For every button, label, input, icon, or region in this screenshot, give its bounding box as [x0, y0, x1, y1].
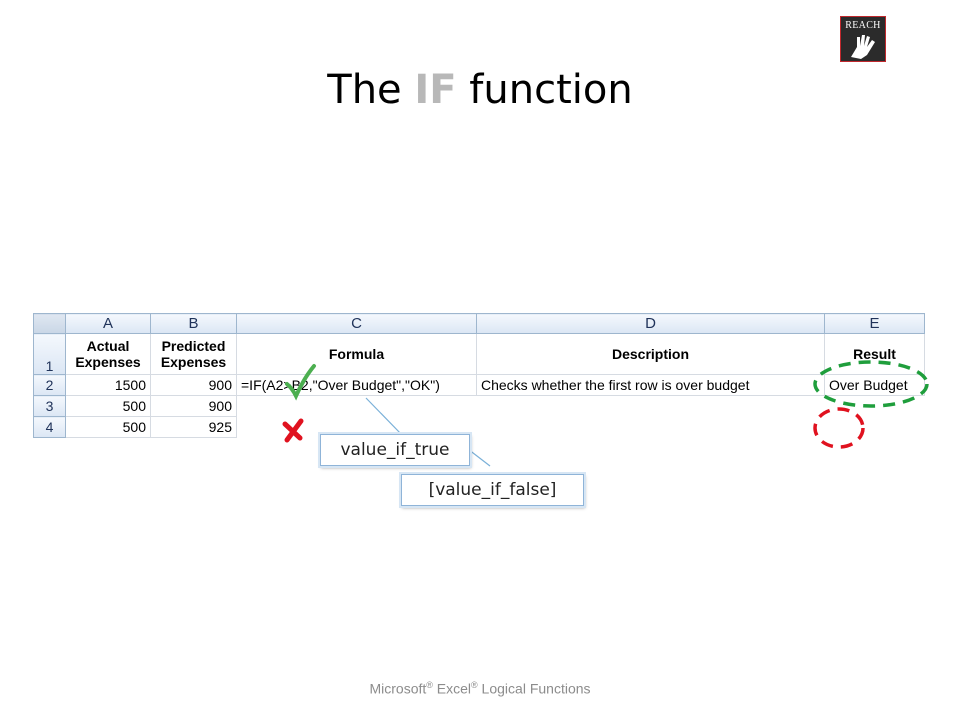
footer-rest: Logical Functions: [477, 680, 591, 697]
row-number[interactable]: 3: [33, 395, 66, 417]
column-header-row: A B C D E: [33, 313, 925, 334]
cell-a4[interactable]: 500: [65, 416, 151, 438]
table-row: 4 500 925: [33, 416, 925, 438]
true-result-ring: [813, 360, 929, 408]
row-number[interactable]: 1: [33, 333, 66, 375]
table-row: 2 1500 900 =IF(A2>B2,"Over Budget","OK")…: [33, 374, 925, 396]
logo-text: REACH: [845, 20, 881, 31]
cell-a1-line1: Actual: [86, 338, 130, 354]
slide-title: The IF function: [0, 64, 960, 116]
title-keyword: IF: [414, 67, 457, 113]
footer: Microsoft® Excel® Logical Functions: [0, 680, 960, 697]
registered-mark: ®: [471, 680, 478, 690]
cell-c2[interactable]: =IF(A2>B2,"Over Budget","OK"): [236, 374, 477, 396]
footer-brand-microsoft: Microsoft: [369, 680, 427, 697]
column-header-e[interactable]: E: [824, 313, 925, 334]
footer-brand-excel: Excel: [432, 680, 472, 697]
false-result-ring: [813, 407, 865, 449]
cell-d2[interactable]: Checks whether the first row is over bud…: [476, 374, 825, 396]
cell-a2[interactable]: 1500: [65, 374, 151, 396]
check-icon: [285, 364, 316, 401]
cell-b1-line1: Predicted: [161, 338, 226, 354]
callout-pointer-true: [365, 397, 404, 437]
select-all-corner[interactable]: [33, 313, 66, 334]
reach-logo: REACH: [840, 16, 886, 62]
cell-e2[interactable]: Over Budget: [824, 374, 925, 396]
cell-a1-line2: Expenses: [75, 354, 141, 370]
registered-mark: ®: [426, 680, 433, 690]
column-header-c[interactable]: C: [236, 313, 477, 334]
title-after: function: [456, 67, 633, 113]
value-if-true-callout: value_if_true: [320, 434, 470, 466]
cross-icon: [282, 418, 304, 443]
hand-icon: [851, 35, 875, 59]
title-before: The: [327, 67, 415, 113]
row-number[interactable]: 4: [33, 416, 66, 438]
cell-d1[interactable]: Description: [476, 333, 825, 375]
cell-b4[interactable]: 925: [150, 416, 237, 438]
column-header-d[interactable]: D: [476, 313, 825, 334]
column-header-b[interactable]: B: [150, 313, 237, 334]
value-if-false-callout: [value_if_false]: [401, 474, 584, 506]
cell-b1-line2: Expenses: [160, 354, 227, 370]
